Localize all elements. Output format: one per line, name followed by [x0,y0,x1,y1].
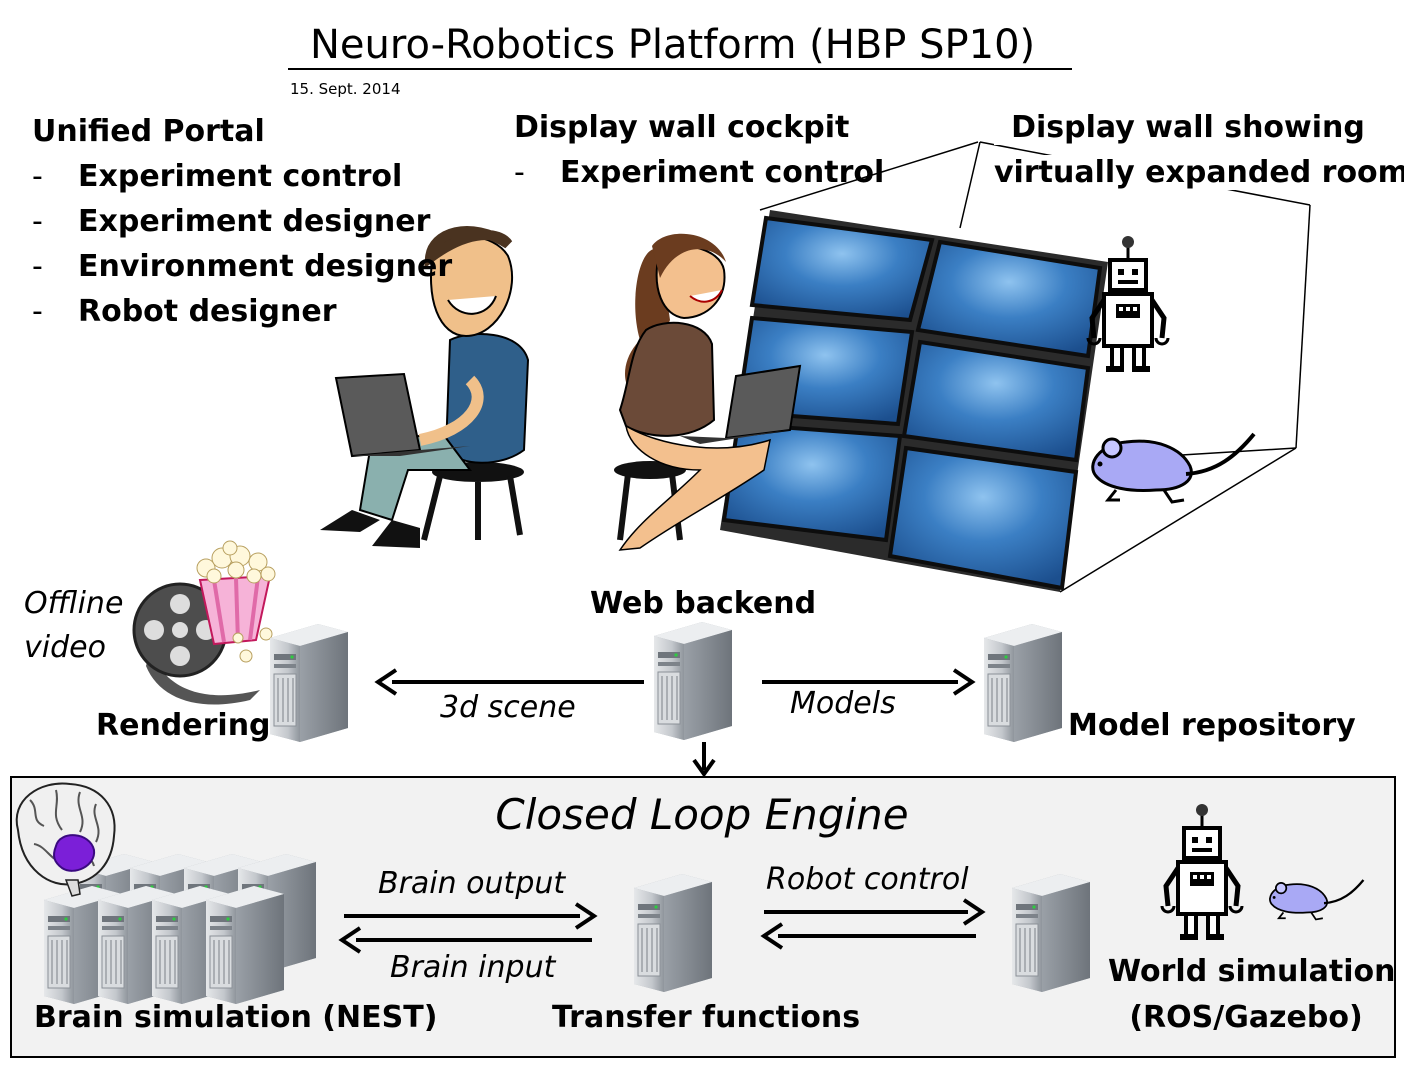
cockpit-heading: Display wall cockpit [514,110,850,145]
model-repository-server-icon [983,623,1063,743]
film-reel-popcorn-icon [132,540,276,705]
portal-item-experiment-designer: -Experiment designer [32,204,431,239]
rendering-label: Rendering [96,708,271,743]
display-wall [720,210,1108,592]
arrow-robot-control-in [760,922,976,950]
rendering-server-icon [269,623,349,743]
portal-item-robot-designer: -Robot designer [32,294,337,329]
man-with-laptop-illustration [320,226,530,548]
web-backend-server-icon [653,621,733,741]
closed-loop-engine-title: Closed Loop Engine [495,790,909,839]
world-simulation-label-line2: (ROS/Gazebo) [1129,1000,1363,1035]
robot-control-label: Robot control [766,862,969,897]
brain-icon [15,782,116,897]
web-backend-label: Web backend [590,586,817,621]
transfer-functions-label: Transfer functions [552,1000,861,1035]
brain-output-label: Brain output [378,866,566,901]
brain-simulation-label: Brain simulation (NEST) [34,1000,438,1035]
cockpit-item-experiment-control: -Experiment control [514,155,885,190]
rat-icon [1090,432,1256,504]
arrow-brain-output [344,902,598,930]
portal-item-experiment-control: -Experiment control [32,159,403,194]
offline-video-label-line1: Offline [24,586,124,621]
transfer-functions-server-icon [633,873,713,993]
woman-with-laptop-illustration [614,233,802,551]
world-simulation-label-line1: World simulation [1108,954,1396,989]
page-title: Neuro-Robotics Platform (HBP SP10) [310,22,1036,68]
date-label: 15. Sept. 2014 [290,80,401,98]
display-wall-label-line1: Display wall showing [994,110,1382,145]
models-label: Models [790,686,896,721]
arrow-3d-scene [374,668,644,696]
virtual-room-wireframe [759,141,1311,593]
brain-input-label: Brain input [390,950,556,985]
3d-scene-label: 3d scene [440,690,576,725]
robot-icon [1088,236,1168,372]
model-repository-label: Model repository [1068,708,1356,743]
unified-portal-heading: Unified Portal [32,114,265,149]
offline-video-label-line2: video [24,630,106,665]
arrow-models [762,668,976,696]
title-underline [288,68,1072,70]
portal-item-environment-designer: -Environment designer [32,249,453,284]
world-simulation-server-icon [1011,873,1091,993]
arrow-backend-to-engine [692,742,716,778]
arrow-brain-input [338,926,592,954]
world-rat-icon [1268,878,1365,921]
display-wall-label-line2: virtually expanded room [994,155,1404,190]
arrow-robot-control-out [764,898,986,926]
